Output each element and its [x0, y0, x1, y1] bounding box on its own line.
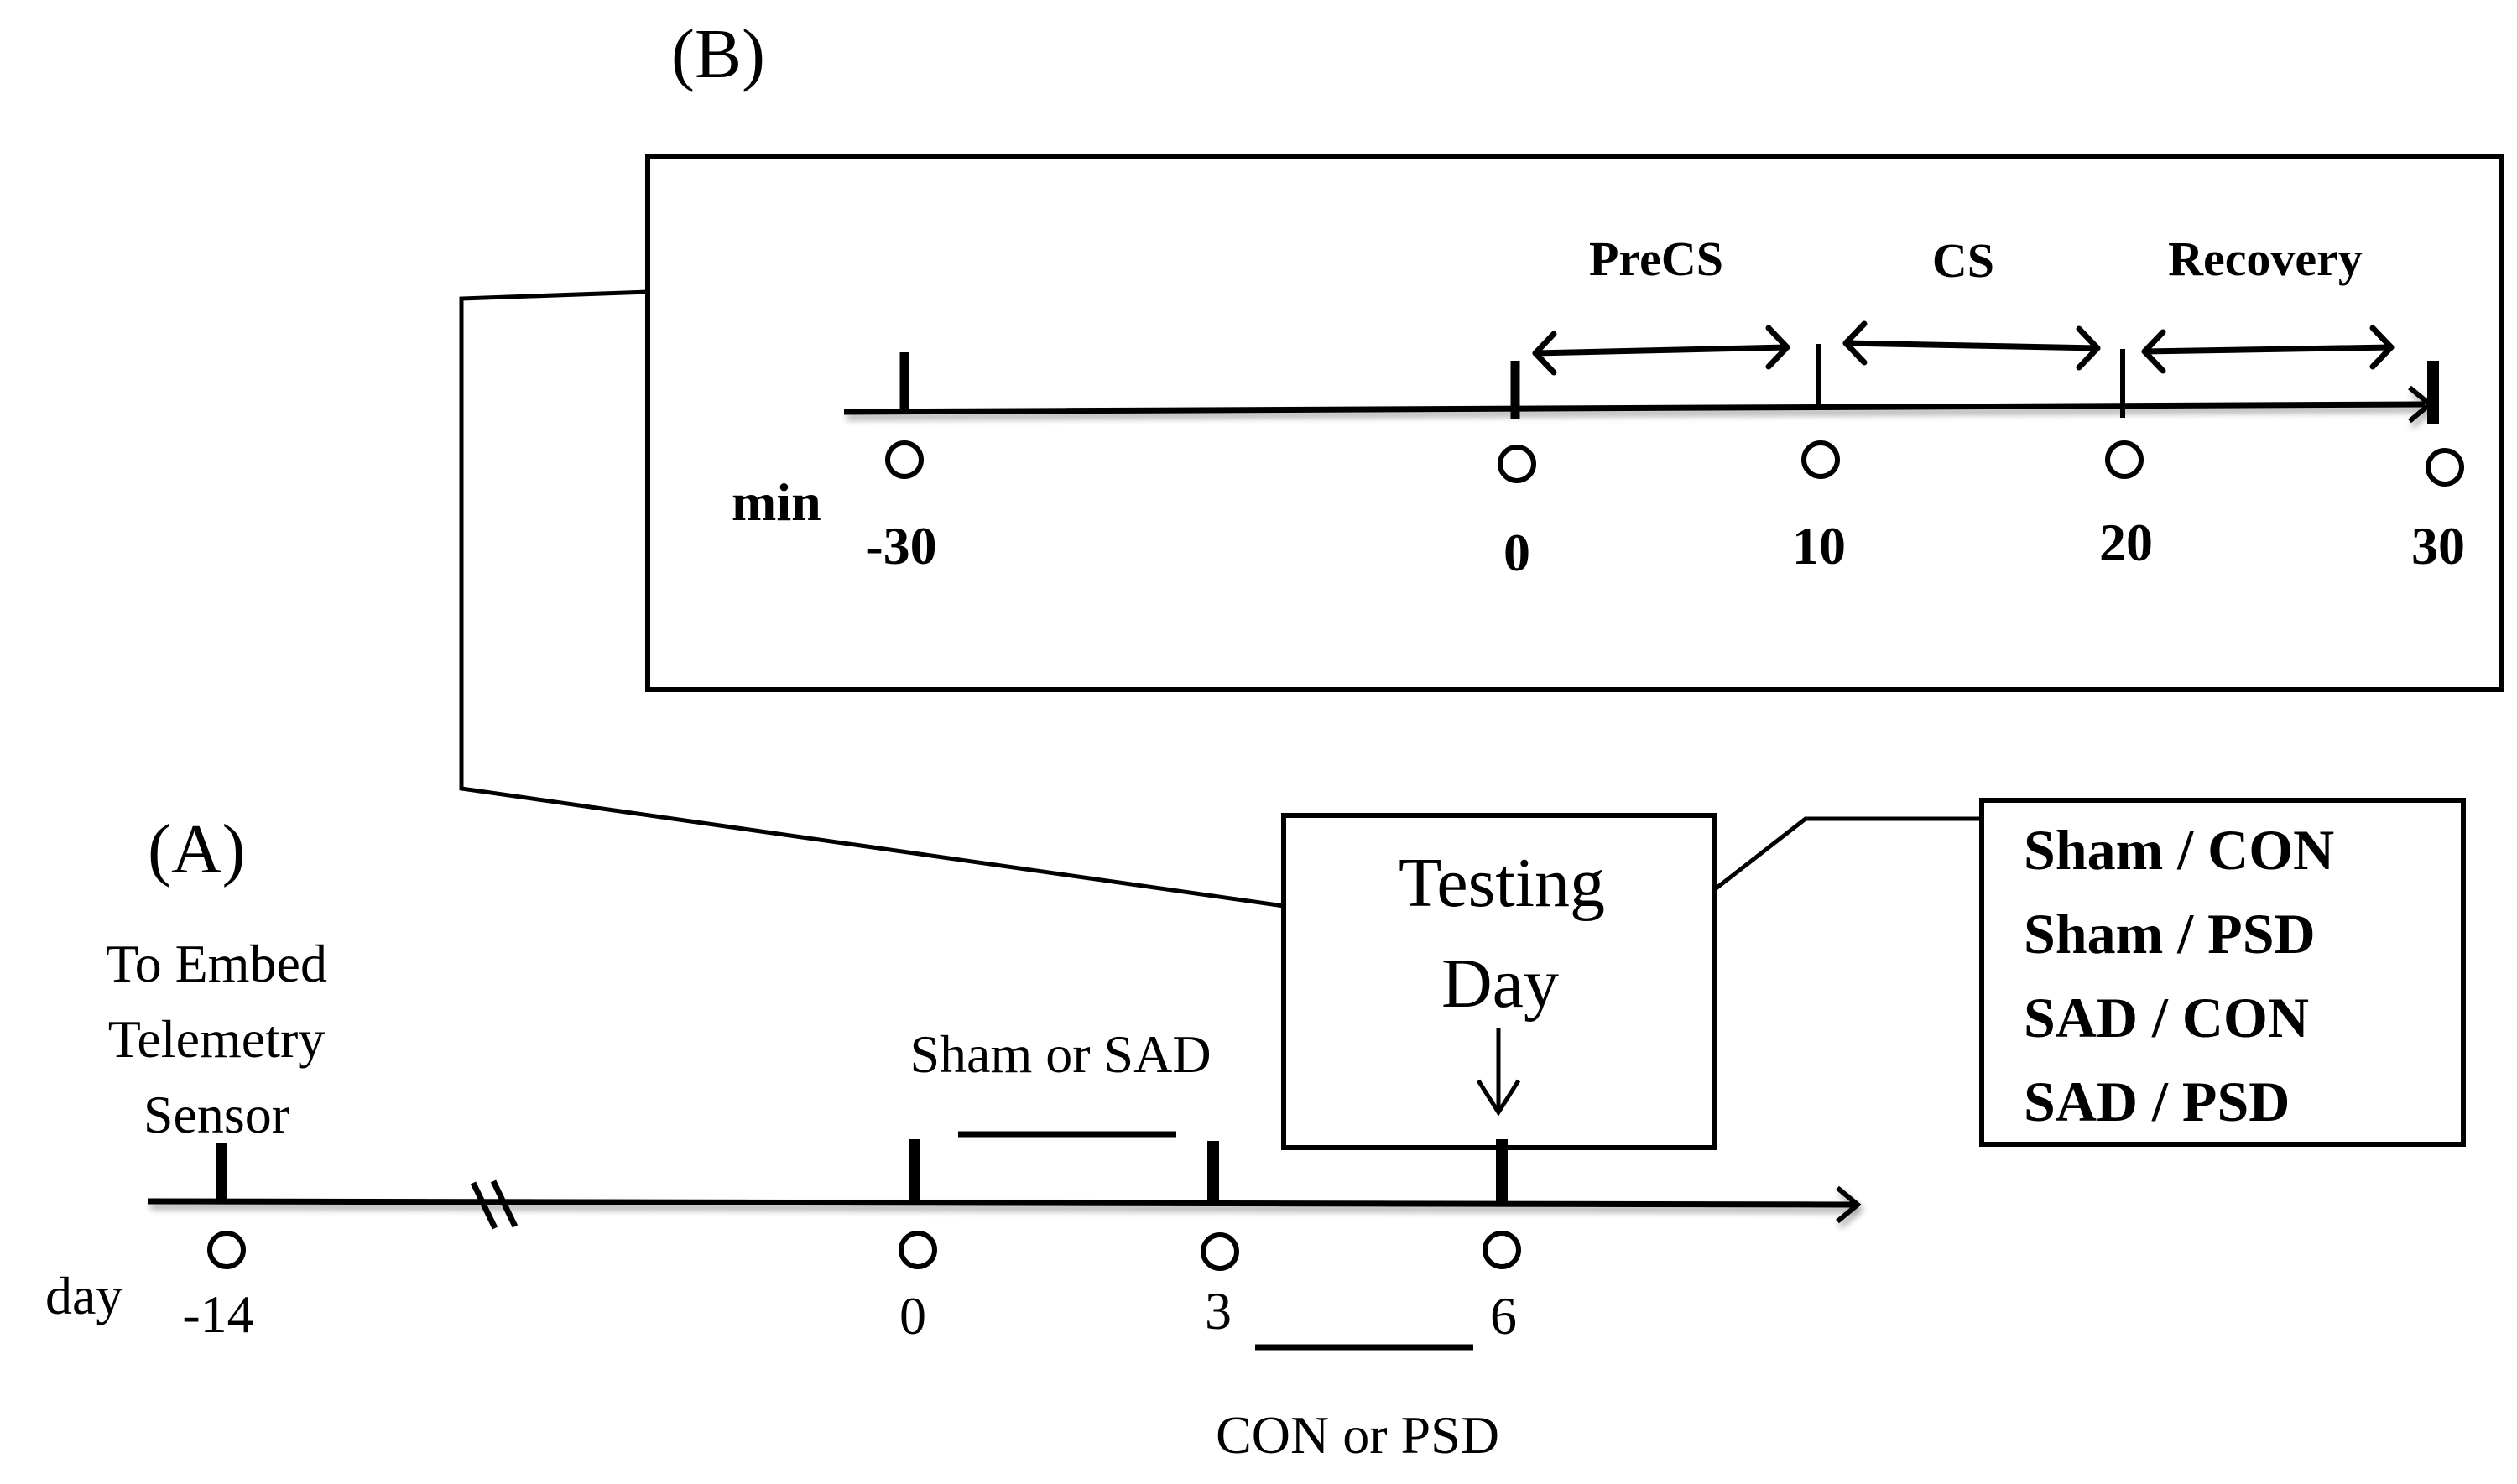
event-label-line: Telemetry: [108, 1009, 326, 1069]
double-arrow-icon: [2141, 325, 2395, 374]
panel-b-label: (B): [671, 15, 765, 93]
group-item: SAD / CON: [2024, 986, 2309, 1049]
tick-label: 10: [1792, 516, 1846, 575]
tick-label: 30: [2411, 516, 2465, 575]
double-arrow-icon: [1842, 320, 2101, 371]
timepoint-circle: [1483, 1231, 1521, 1269]
panel-a-label: (A): [148, 810, 246, 888]
group-item: Sham / CON: [2024, 818, 2334, 882]
tick-label: 3: [1205, 1281, 1232, 1341]
zoom-connector-line: [459, 289, 1285, 909]
group-item: SAD / PSD: [2024, 1070, 2290, 1133]
phase-arrows: [1532, 320, 2395, 376]
axis-break-icon: [470, 1179, 519, 1230]
timepoint-circle: [2105, 440, 2144, 479]
tick-label: 6: [1490, 1286, 1517, 1346]
testing-day-line: Testing: [1399, 844, 1605, 922]
period-label-sleep: CON or PSD: [1216, 1405, 1499, 1465]
groups-connector-line: [1713, 816, 1982, 891]
panel-a-axis: [147, 1185, 1862, 1224]
event-label-line: To Embed: [106, 934, 327, 993]
timepoint-circle: [885, 440, 924, 479]
panel-b-axis: [843, 385, 2434, 424]
tick-label: -14: [182, 1284, 253, 1344]
panel-b-markers: [885, 440, 2464, 487]
timepoint-circle: [1801, 440, 1840, 479]
double-arrow-icon: [1532, 325, 1790, 376]
phase-label-recovery: Recovery: [2168, 232, 2363, 286]
tick-label: -30: [865, 516, 936, 575]
timepoint-circle: [2426, 448, 2464, 487]
down-arrow-icon: [1476, 1028, 1521, 1117]
panel-b-frame: [645, 154, 2504, 692]
timepoint-circle: [207, 1231, 246, 1269]
tick-label: 0: [1503, 523, 1530, 582]
tick-label: 0: [899, 1286, 926, 1346]
timepoint-circle: [899, 1231, 937, 1269]
timepoint-circle: [1498, 445, 1536, 483]
testing-day-line: Day: [1441, 945, 1559, 1023]
panel-b-unit-label: min: [732, 472, 821, 532]
panel-b-ticks: [899, 344, 2439, 424]
tick-label: 20: [2099, 513, 2153, 572]
group-item: Sham / PSD: [2024, 902, 2316, 966]
phase-label-cs: CS: [1932, 233, 1994, 288]
event-label-line: Sensor: [143, 1085, 289, 1144]
timepoint-circle: [1201, 1232, 1239, 1271]
panel-a-unit-label: day: [45, 1266, 122, 1325]
panel-a-markers: [207, 1231, 1521, 1271]
period-label-surgery: Sham or SAD: [909, 1024, 1211, 1084]
groups-box: [1979, 798, 2466, 1147]
phase-label-precs: PreCS: [1589, 232, 1723, 286]
